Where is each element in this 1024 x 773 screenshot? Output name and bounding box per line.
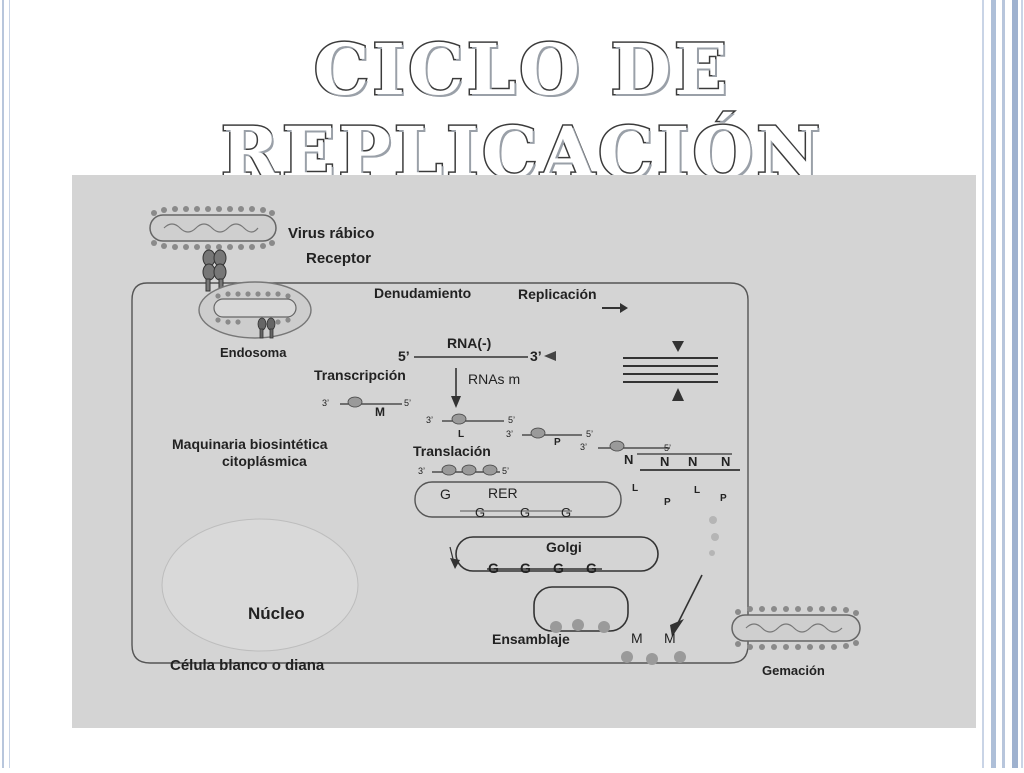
rna-5prime: 5’ (398, 348, 410, 364)
celula-label: Célula blanco o diana (170, 657, 325, 674)
transcripcion-label: Transcripción (314, 367, 406, 383)
endosome-shape (198, 281, 312, 339)
protein-p-3: P (720, 493, 727, 504)
assembly-shape (533, 586, 629, 632)
n-3prime: 3’ (580, 442, 588, 452)
assembly-m-2: M (664, 630, 676, 646)
slide-frame-left (0, 0, 18, 768)
rna-3prime: 3’ (530, 348, 542, 364)
receptor-shape (202, 249, 227, 292)
receptor-label: Receptor (306, 250, 372, 267)
golgi-shape (455, 536, 659, 572)
rer-label: RER (488, 485, 518, 501)
protein-n-4: N (721, 454, 731, 469)
replication-arrow (620, 303, 628, 313)
t-3prime: 3’ (418, 466, 426, 476)
replication-lines (623, 357, 718, 383)
rer-g-label: G (440, 486, 451, 502)
nucleus-shape (161, 518, 359, 652)
diagram-graphics (131, 206, 861, 665)
rabies-virus-top (149, 206, 277, 250)
protein-n-3: N (688, 454, 698, 469)
translacion-label: Translación (413, 443, 491, 459)
m-3prime: 3’ (322, 398, 330, 408)
cell-membrane (131, 282, 749, 664)
rna-arrow-left (544, 351, 556, 361)
m-5prime: 5’ (404, 398, 412, 408)
t-5prime: 5’ (502, 466, 510, 476)
protein-n-1: N (624, 452, 634, 467)
protein-l-label: L (458, 429, 465, 440)
rna-label: RNA(-) (447, 335, 492, 351)
p-3prime: 3’ (506, 429, 514, 439)
rer-shape (414, 481, 622, 518)
golgi-g-4: G (586, 560, 597, 576)
l-3prime: 3’ (426, 415, 434, 425)
replicacion-label: Replicación (518, 286, 597, 302)
rer-g-2: G (520, 505, 531, 520)
gemacion-label: Gemación (762, 663, 825, 678)
slide-title: CICLO DE REPLICACIÓN (219, 27, 824, 196)
protein-m-label: M (375, 405, 385, 419)
golgi-g-2: G (520, 560, 531, 576)
replication-diagram: Virus rábico Receptor Denudamiento Repli… (72, 175, 976, 728)
endosoma-label: Endosoma (220, 345, 287, 360)
golgi-g-3: G (553, 560, 564, 576)
maquinaria-line2: citoplásmica (222, 453, 307, 469)
l-5prime: 5’ (508, 415, 516, 425)
protein-l-3: L (694, 485, 701, 496)
protein-n-2: N (660, 454, 670, 469)
rer-g-1: G (475, 505, 486, 520)
golgi-g-1: G (488, 560, 499, 576)
denudamiento-label: Denudamiento (374, 285, 472, 301)
golgi-label: Golgi (546, 539, 582, 555)
virus-label: Virus rábico (288, 225, 375, 242)
budding-arrow (670, 619, 684, 637)
assembly-m-1: M (631, 630, 643, 646)
rer-g-3: G (561, 505, 572, 520)
nucleo-label: Núcleo (248, 604, 305, 623)
ribosomes (347, 396, 625, 476)
slide-frame-right (976, 0, 1024, 768)
rnas-label: RNAs m (468, 371, 521, 387)
n-5prime: 5’ (664, 443, 672, 453)
rabies-virus-budding (731, 606, 861, 650)
ensamblaje-label: Ensamblaje (492, 631, 570, 647)
protein-p-2: P (664, 497, 671, 508)
maquinaria-line1: Maquinaria biosintética (172, 436, 328, 452)
protein-p-label: P (554, 437, 561, 448)
transcription-arrow (451, 396, 461, 408)
p-5prime: 5’ (586, 429, 594, 439)
protein-l-2: L (632, 483, 639, 494)
